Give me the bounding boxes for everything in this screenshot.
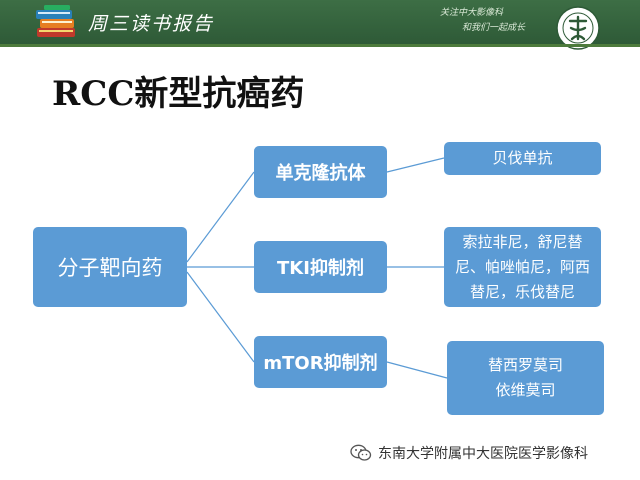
header-banner: 周三读书报告 关注中大影像科 和我们一起成长 — [0, 0, 640, 44]
connector-branch-3-leaf — [386, 361, 448, 379]
leaf-node-2: 索拉非尼，舒尼替尼、帕唑帕尼，阿西替尼，乐伐替尼 — [444, 227, 601, 307]
motto-line-2: 和我们一起成长 — [462, 23, 526, 33]
leaf-item: 替西罗莫司 — [487, 356, 563, 374]
connector-branch-1-leaf — [386, 157, 445, 173]
branch-node-1: 单克隆抗体 — [254, 146, 387, 198]
leaf-item: 索拉非尼，舒尼替尼、帕唑帕尼，阿西替尼，乐伐替尼 — [454, 232, 590, 301]
slide-title: RCC新型抗癌药 — [52, 74, 305, 114]
motto: 关注中大影像科 和我们一起成长 — [440, 6, 548, 36]
source-watermark: 东南大学附属中大医院医学影像科 — [350, 443, 588, 463]
branch-node-2: TKI抑制剂 — [254, 241, 387, 293]
branch-node-label: 单克隆抗体 — [275, 163, 366, 184]
hospital-seal-logo — [556, 6, 600, 50]
leaf-item: 依维莫司 — [495, 381, 556, 399]
branch-node-3: mTOR抑制剂 — [254, 336, 387, 388]
header-underline — [0, 44, 640, 47]
root-node: 分子靶向药 — [33, 227, 187, 307]
books-icon — [36, 5, 75, 37]
leaf-node-1: 贝伐单抗 — [444, 142, 601, 175]
banner-title: 周三读书报告 — [88, 13, 215, 35]
connector-root-branch-3 — [186, 271, 255, 363]
motto-line-1: 关注中大影像科 — [440, 8, 504, 18]
leaf-node-3: 替西罗莫司 依维莫司 — [447, 341, 604, 415]
root-node-label: 分子靶向药 — [57, 256, 163, 280]
source-text: 东南大学附属中大医院医学影像科 — [378, 446, 588, 462]
branch-node-label: mTOR抑制剂 — [263, 353, 378, 374]
connector-root-branch-1 — [186, 171, 255, 263]
leaf-item: 贝伐单抗 — [492, 149, 553, 167]
branch-node-label: TKI抑制剂 — [277, 258, 364, 279]
wechat-icon — [350, 444, 372, 461]
